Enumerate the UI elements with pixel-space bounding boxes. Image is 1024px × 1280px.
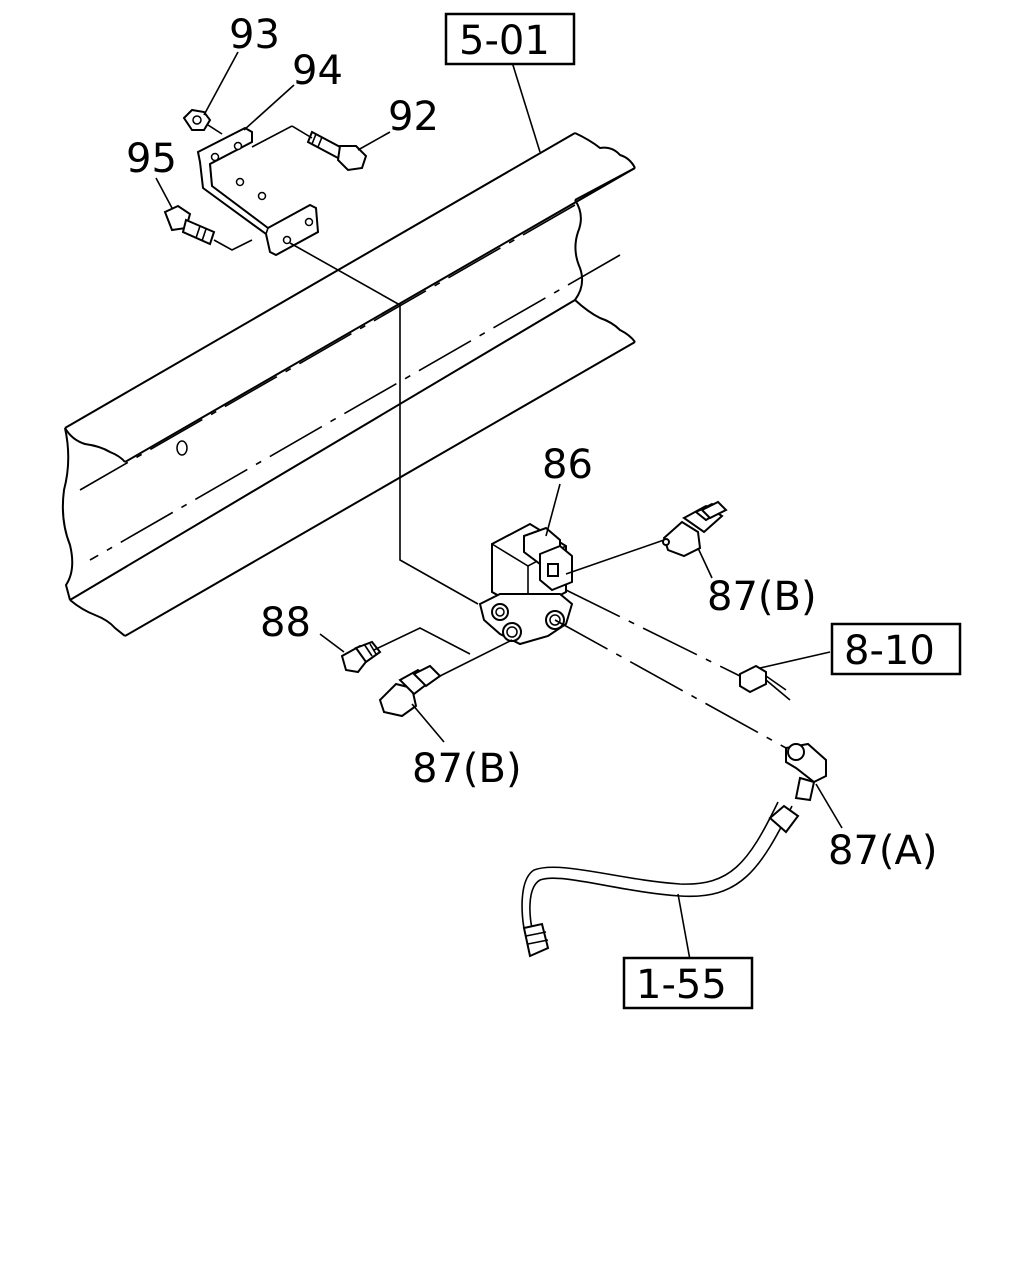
part-label-93: 93 — [229, 12, 280, 58]
fitting-87b-bottom — [378, 664, 442, 718]
part-label-88: 88 — [260, 600, 311, 646]
ref-box-8-10[interactable]: 8-10 — [830, 622, 962, 676]
part-label-87a: 87(A) — [828, 828, 937, 874]
connector-8-10 — [739, 664, 791, 701]
ref-label-8-10: 8-10 — [844, 628, 935, 674]
nut-93 — [182, 108, 212, 131]
part-label-92: 92 — [388, 94, 439, 140]
part-label-87b-top: 87(B) — [707, 574, 817, 620]
bolt-92 — [306, 130, 368, 172]
bracket-94 — [196, 126, 320, 257]
part-label-95: 95 — [126, 136, 177, 182]
valve-86 — [478, 522, 574, 646]
part-label-87b-bottom: 87(B) — [412, 746, 522, 792]
elbow-87a — [785, 742, 827, 802]
hose-1-55 — [521, 801, 800, 958]
ref-label-1-55: 1-55 — [636, 962, 727, 1008]
part-label-86: 86 — [542, 442, 593, 488]
plug-88 — [340, 640, 382, 674]
ref-label-5-01: 5-01 — [459, 18, 550, 64]
frame-rail — [61, 132, 636, 637]
part-label-94: 94 — [292, 48, 343, 94]
fitting-87b-top — [662, 500, 728, 558]
ref-box-1-55[interactable]: 1-55 — [622, 956, 754, 1010]
ref-box-5-01[interactable]: 5-01 — [444, 12, 576, 66]
bolt-95 — [163, 204, 216, 246]
